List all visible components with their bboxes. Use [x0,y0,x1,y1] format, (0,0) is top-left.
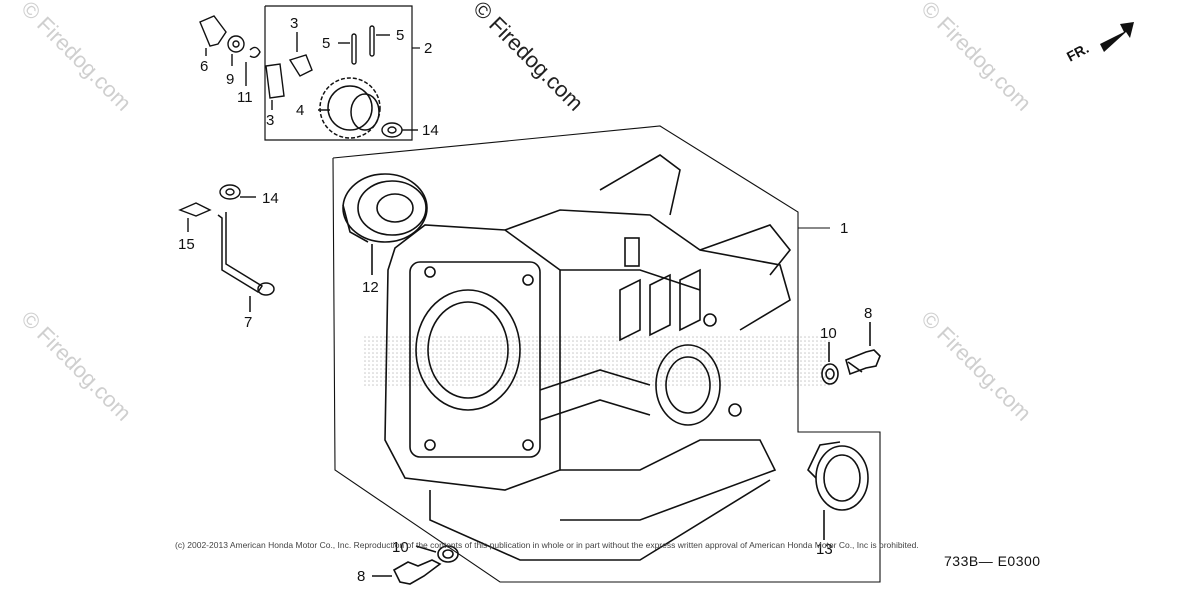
callout-6: 6 [200,58,208,75]
watermark-top-left: © Firedog.com [16,0,136,116]
watermark-top-right: © Firedog.com [916,0,1036,116]
washer-part-14-top [381,122,418,138]
callout-14-mid: 14 [262,190,279,207]
callout-5-right: 5 [396,27,404,44]
callout-10-right: 10 [820,325,837,342]
callout-15: 15 [178,236,195,253]
callout-13: 13 [816,541,833,558]
callout-12: 12 [362,279,379,296]
governor-gear-part-4 [318,77,381,139]
callout-14-top: 14 [422,122,439,139]
callout-1: 1 [840,220,848,237]
governor-arm-part-7 [217,212,275,312]
callout-9: 9 [226,71,234,88]
watermark-center: © Firedog.com [468,0,588,116]
clip-part-11 [245,46,261,86]
shaft-part-6 [199,15,227,56]
callout-7: 7 [244,314,252,331]
washer-part-10-right [821,342,839,385]
watermark-bottom-right: © Firedog.com [916,306,1036,426]
pins-part-5 [338,25,390,65]
callout-5-left: 5 [322,35,330,52]
callout-8-right: 8 [864,305,872,322]
watermark-bottom-left: © Firedog.com [16,306,136,426]
clip-part-15 [178,202,212,232]
front-direction-arrow: FR. [1064,22,1134,65]
copyright-notice: (c) 2002-2013 American Honda Motor Co., … [175,540,919,550]
diagram-code: 733B— E0300 [944,553,1041,569]
callout-4: 4 [296,102,304,119]
crankcase-body [384,154,792,561]
governor-weight-part-3 [265,32,313,110]
group-1-outline [332,125,881,583]
washer-part-10-bottom [415,545,459,563]
callout-3-bottom: 3 [266,112,274,129]
oil-seal-part-13 [807,441,869,540]
callout-3-top: 3 [290,15,298,32]
bolt-part-8-right [845,322,881,376]
bearing-part-12 [342,173,428,275]
front-direction-label: FR. [1064,40,1091,65]
callout-10-bottom: 10 [392,539,409,556]
honda-watermark-band [362,336,832,388]
callout-11: 11 [237,89,253,106]
group-2-bracket [264,5,420,141]
bolt-part-8-bottom [372,559,442,585]
callout-2: 2 [424,40,432,57]
washer-part-14-mid [219,184,256,200]
callout-8-bottom: 8 [357,568,365,585]
washer-part-9 [227,35,245,66]
